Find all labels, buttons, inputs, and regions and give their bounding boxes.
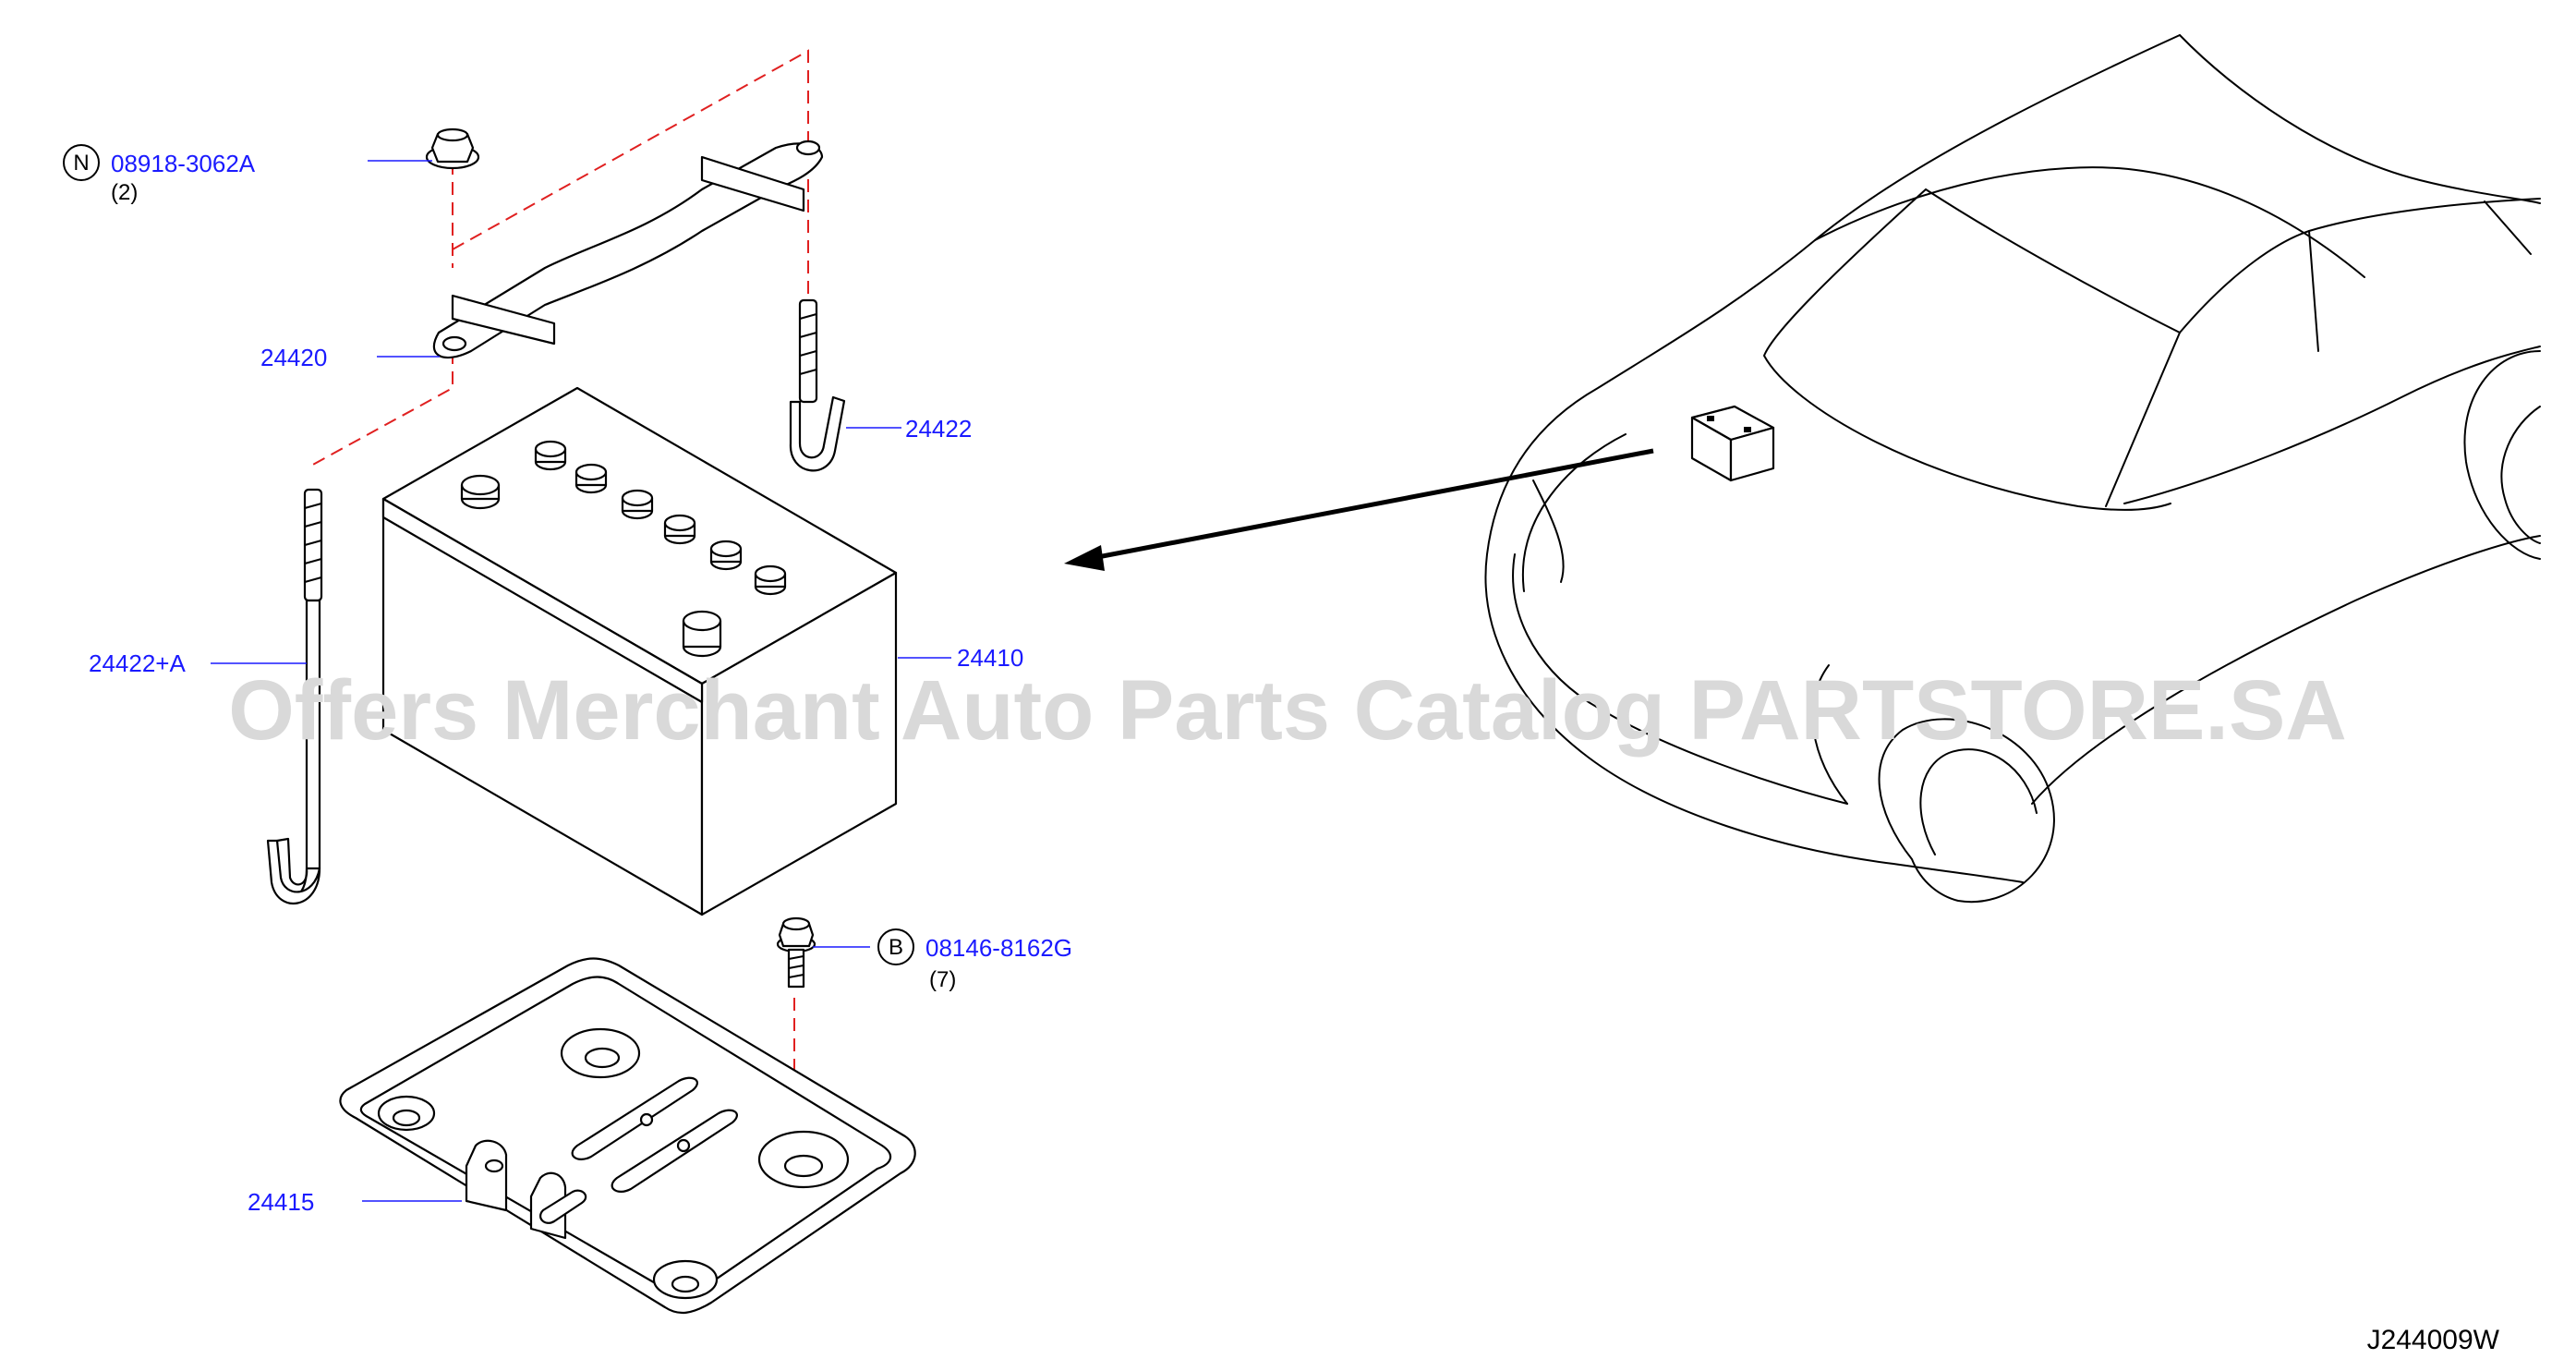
callout-nut[interactable]: N 08918-3062A (2) [63,144,256,205]
battery-hold-down-frame-part [432,140,824,359]
bolt-part-number[interactable]: 08146-8162G [925,934,1072,962]
j-bolt-right-part [789,298,846,472]
watermark-text: Offers Merchant Auto Parts Catalog PARTS… [228,663,2347,758]
rod-right-part-number[interactable]: 24422 [905,415,972,443]
callout-marker-letter: N [73,151,89,176]
callout-marker-letter: B [889,935,903,960]
battery-location-icon [1690,405,1775,482]
bolt-quantity: (7) [929,967,956,992]
frame-part-number[interactable]: 24420 [260,344,327,371]
rod-left-part-number[interactable]: 24422+A [89,649,186,677]
flange-nut-part [425,127,480,170]
battery-part [381,386,898,916]
diagram-id: J244009W [2367,1325,2500,1355]
callout-marker-circle [63,144,100,181]
nut-quantity: (2) [111,180,138,205]
flange-bolt-part [776,916,816,989]
vehicle-locator-illustration [1484,34,2541,904]
tray-part-number[interactable]: 24415 [248,1188,314,1216]
callout-marker-circle [877,928,914,965]
battery-part-number[interactable]: 24410 [957,644,1023,672]
location-arrow [1064,448,1654,571]
callout-leader-lines [211,160,951,1202]
nut-part-number[interactable]: 08918-3062A [111,150,256,177]
j-bolt-left-part [266,488,323,905]
callout-bolt[interactable]: B 08146-8162G (7) [877,928,1072,992]
battery-terminal-posts [460,440,787,658]
battery-tray-part [339,957,916,1315]
